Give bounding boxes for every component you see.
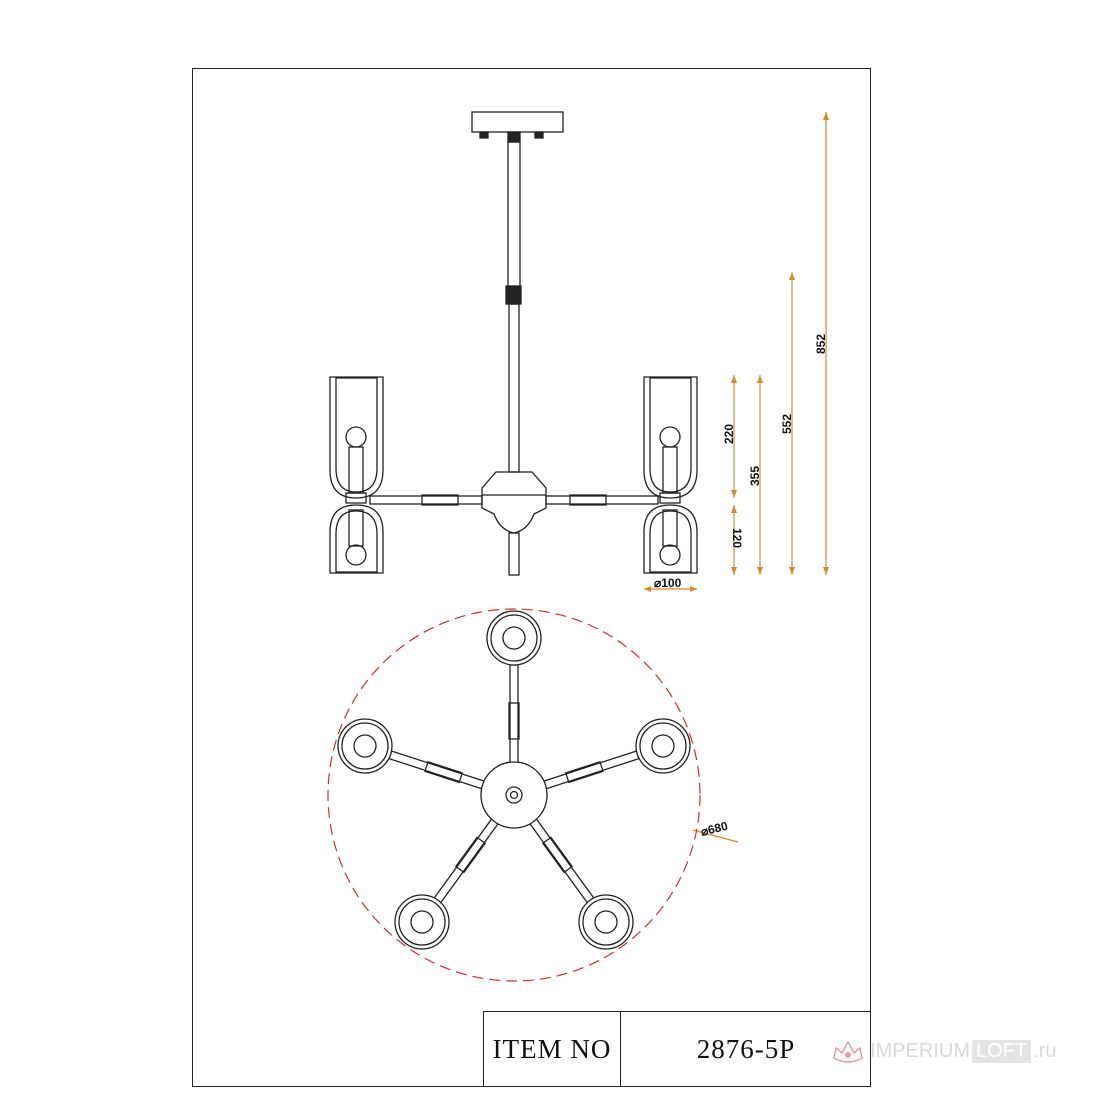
arm-right-sleeve [569,494,607,506]
top-arm-southwest [433,817,500,904]
drawing-frame [192,68,871,1087]
top-arm-north [509,664,519,764]
crown-logo-icon [833,1040,863,1063]
top-shade-4 [394,894,450,950]
top-arm-sleeve [508,702,520,740]
lower-rod [508,303,520,473]
dim-label-shade-diameter: ⌀100 [654,576,682,590]
right-lower-holder [662,509,678,547]
left-upper-holder [348,446,364,494]
top-shade-3 [578,894,634,950]
canopy-screw-right [534,131,544,139]
center-hub [481,471,547,534]
left-upper-shade [329,376,384,499]
left-socket-cup [345,492,367,504]
dim-arrow [757,567,763,575]
right-upper-shade-inner [649,377,692,493]
left-lower-shade-inner [335,510,378,573]
dim-arrow [823,112,829,120]
bottom-finial [508,532,520,576]
right-upper-shade [643,376,698,499]
dim-label-body: 552 [780,414,794,434]
upper-rod [507,141,521,289]
dim-arrow [731,505,737,513]
dimension-lines [644,112,829,843]
canopy-screw-left [479,131,489,139]
watermark-text-domain: .ru [1033,1039,1057,1062]
top-arm-sleeve [424,760,464,784]
left-lower-holder [348,509,364,547]
top-hub-ring [505,786,523,804]
top-arm-east [542,750,640,790]
dim-arrow [789,567,795,575]
dim-label-overall: 852 [814,334,828,354]
dimension-labels: 852 552 355 220 120 ⌀100 ⌀680 [654,334,828,839]
dim-arrow [823,567,829,575]
top-arm-west [388,750,486,790]
dim-arrow [731,567,737,575]
left-lower-bulb [345,544,367,566]
right-lower-shade [643,504,698,574]
arm-left [369,495,483,505]
dim-arrow [644,586,651,592]
arm-left-sleeve [421,494,459,506]
watermark-text-loft: LOFT [972,1039,1032,1063]
top-arm-sleeve [541,836,574,874]
top-arm-sleeve [564,760,604,784]
top-arm-southeast [528,817,595,904]
right-lower-bulb [659,544,681,566]
dim-arrow [731,490,737,498]
right-upper-bulb [659,426,681,448]
dim-arrow [757,375,763,383]
dim-label-upper-shade: 220 [722,424,736,444]
right-upper-holder [662,446,678,494]
dim-label-center: 355 [748,466,762,486]
rod-coupler [505,285,522,305]
dim-arrow [789,272,795,280]
watermark: IMPERIUM LOFT .ru [830,1036,1056,1066]
top-view [327,608,701,982]
dim-arrow [690,586,697,592]
left-upper-bulb [345,426,367,448]
dim-label-total-diameter: ⌀680 [699,819,729,839]
left-upper-shade-inner [335,377,378,493]
dim-leader-680 [692,829,739,843]
diameter-circle [327,608,701,982]
right-lower-shade-inner [649,510,692,573]
top-arm-sleeve [454,836,487,874]
front-view [329,111,698,576]
right-socket-cup [659,492,681,504]
left-lower-shade [329,504,384,574]
ceiling-canopy [471,111,564,133]
canopy-screw-center [507,131,521,143]
dim-label-lower-shade: 120 [730,528,744,548]
top-hub-center [509,790,519,800]
watermark-text-imperium: IMPERIUM [870,1039,970,1062]
item-no-label: ITEM NO [484,1012,621,1087]
top-hub [480,761,548,829]
arm-right [545,495,659,505]
top-shade-5 [337,718,393,774]
top-shade-1 [486,610,542,666]
item-no-value: 2876-5P [696,1034,796,1064]
dim-arrow [731,375,737,383]
top-shade-2 [635,718,691,774]
title-block: ITEM NO 2876-5P [483,1011,871,1087]
